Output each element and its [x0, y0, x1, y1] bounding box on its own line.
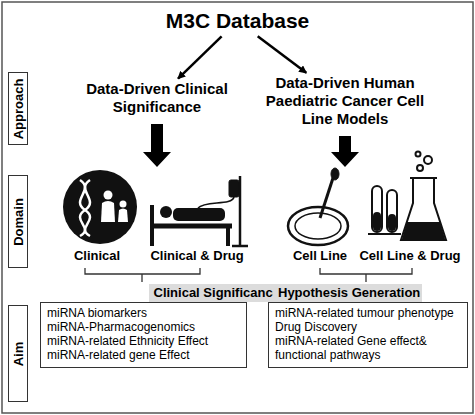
node-text: Data-Driven Clinical Significance [82, 80, 232, 116]
node-text: Hypothesis Generation [278, 285, 420, 300]
iv-bag [229, 180, 239, 197]
node-text: Approach [11, 78, 26, 139]
bubble [424, 156, 432, 164]
test-tube [387, 190, 397, 232]
bed-frame [152, 224, 232, 229]
lab-glass-icon [368, 152, 446, 241]
domain-label: Clinical & Drug [150, 248, 243, 263]
flask [401, 178, 446, 240]
group-bracket [85, 268, 200, 282]
child-body [118, 209, 128, 223]
petri-dish-icon [288, 168, 348, 245]
node-text: miRNA-related gene Effect [47, 348, 240, 362]
down-arrow [331, 136, 359, 167]
node-text: miRNA-Pharmacogenomics [47, 320, 240, 334]
aim-heading: Hypothesis Generation [273, 284, 422, 302]
aim-list: miRNA-related tumour phenotypeDrug Disco… [268, 302, 468, 368]
node-text: Aim [11, 341, 26, 366]
bed-leg [226, 226, 230, 246]
node-text: Drug Discovery [275, 320, 461, 334]
iv-base [232, 245, 248, 248]
approach-heading: Data-Driven Human Paediatric Cancer Cell… [250, 74, 440, 130]
node-text: miRNA-related tumour phenotype [275, 306, 461, 320]
node-text: miRNA-related Ethnicity Effect [47, 334, 240, 348]
tube-liquid [388, 214, 396, 231]
clinical-icon [63, 170, 137, 244]
domain-label: Cell Line [293, 248, 347, 263]
tube-liquid [373, 212, 381, 231]
title-node: M3C Database [150, 7, 325, 35]
bubble [417, 165, 423, 171]
patient-body [173, 208, 225, 221]
node-text: M3C Database [166, 9, 310, 32]
dna-strand [80, 180, 90, 236]
down-arrow [143, 124, 171, 167]
node-text: Data-Driven Human Paediatric Cancer Cell… [250, 74, 440, 128]
patient-head [160, 206, 172, 218]
bubble [416, 152, 421, 157]
icon-disc [63, 170, 137, 244]
dna-strand [80, 180, 90, 236]
person-head [104, 191, 113, 200]
aim-heading: Clinical Significance [149, 284, 282, 302]
arrow-connector [258, 36, 307, 73]
test-tube [372, 186, 382, 232]
row-label: Approach [8, 72, 28, 145]
arrow-connector [178, 36, 222, 78]
pipette-bulb [331, 168, 339, 180]
flask-lip [410, 177, 437, 179]
patient-bed-icon [152, 176, 248, 246]
domain-label: Cell Line & Drug [359, 248, 460, 263]
dish-rim [288, 207, 348, 245]
row-label: Aim [8, 305, 28, 402]
person-body [101, 201, 115, 222]
tube-rack [368, 233, 401, 235]
node-text: Domain [11, 198, 26, 246]
dish-inner [295, 213, 341, 239]
flask-liquid [402, 222, 445, 239]
aim-list: miRNA biomarkersmiRNA-Pharmacogenomicsmi… [40, 302, 247, 368]
row-label: Domain [8, 175, 28, 268]
iv-tube [198, 197, 234, 208]
group-bracket [320, 268, 412, 282]
child-head [120, 201, 127, 208]
node-text: miRNA-related Gene effect& functional pa… [275, 334, 461, 362]
pipette [320, 178, 333, 218]
domain-label: Clinical [74, 248, 120, 263]
node-text: miRNA biomarkers [47, 306, 240, 320]
node-text: Clinical Significance [154, 285, 280, 300]
approach-heading: Data-Driven Clinical Significance [82, 80, 232, 118]
